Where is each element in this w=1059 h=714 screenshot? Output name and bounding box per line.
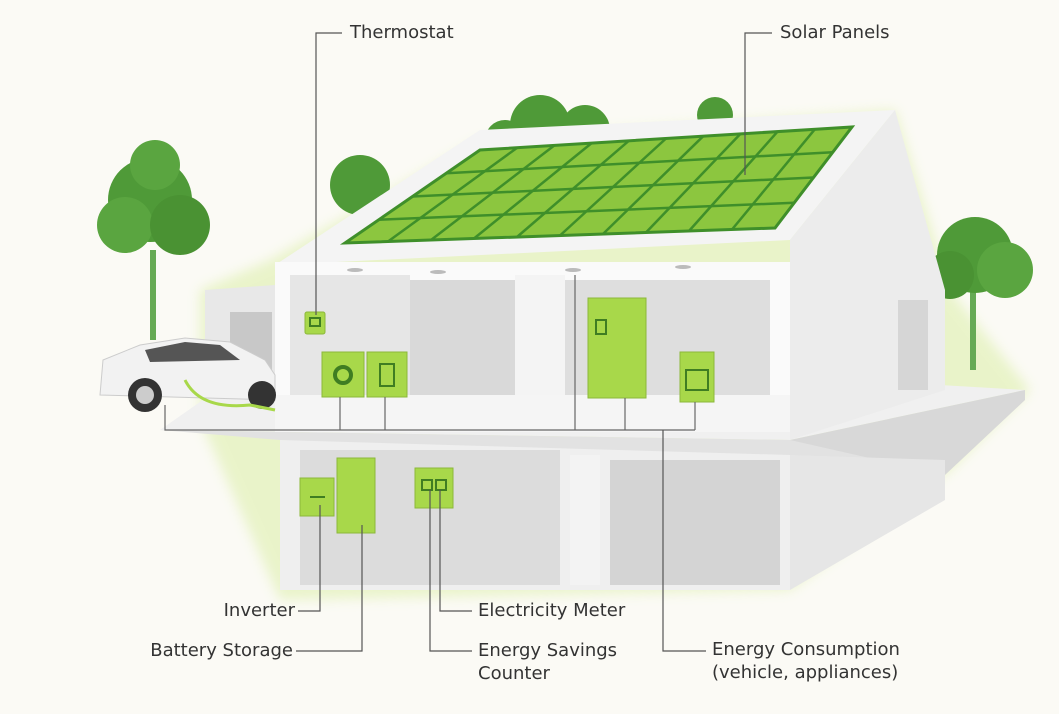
label-inverter: Inverter	[223, 600, 295, 621]
thermostat-device	[304, 311, 326, 335]
label-line: (vehicle, appliances)	[712, 662, 899, 683]
label-line: Energy Savings	[478, 640, 618, 661]
label-solar-panels: Solar Panels	[780, 22, 890, 43]
solar-panels	[339, 125, 856, 245]
label-line: Energy Consumption	[712, 639, 900, 660]
label-energy-savings-counter: Energy Savings Counter	[478, 639, 617, 685]
label-battery-storage: Battery Storage	[150, 640, 293, 661]
hvac-unit	[321, 351, 365, 398]
battery-storage-device	[336, 457, 376, 534]
panel-grid-line	[412, 176, 814, 198]
label-line: Counter	[478, 663, 550, 684]
panel-grid-line	[446, 151, 833, 175]
wiring-lines	[164, 275, 696, 431]
electric-car	[99, 337, 276, 412]
label-electricity-meter: Electricity Meter	[478, 600, 626, 621]
refrigerator	[587, 297, 647, 399]
leader-lines	[296, 32, 772, 652]
label-thermostat: Thermostat	[350, 22, 454, 43]
water-heater	[366, 351, 408, 398]
label-energy-consumption: Energy Consumption (vehicle, appliances)	[712, 638, 900, 684]
tree-left	[97, 140, 210, 340]
panel-grid-line	[378, 201, 795, 221]
electricity-meter-device	[414, 467, 454, 509]
